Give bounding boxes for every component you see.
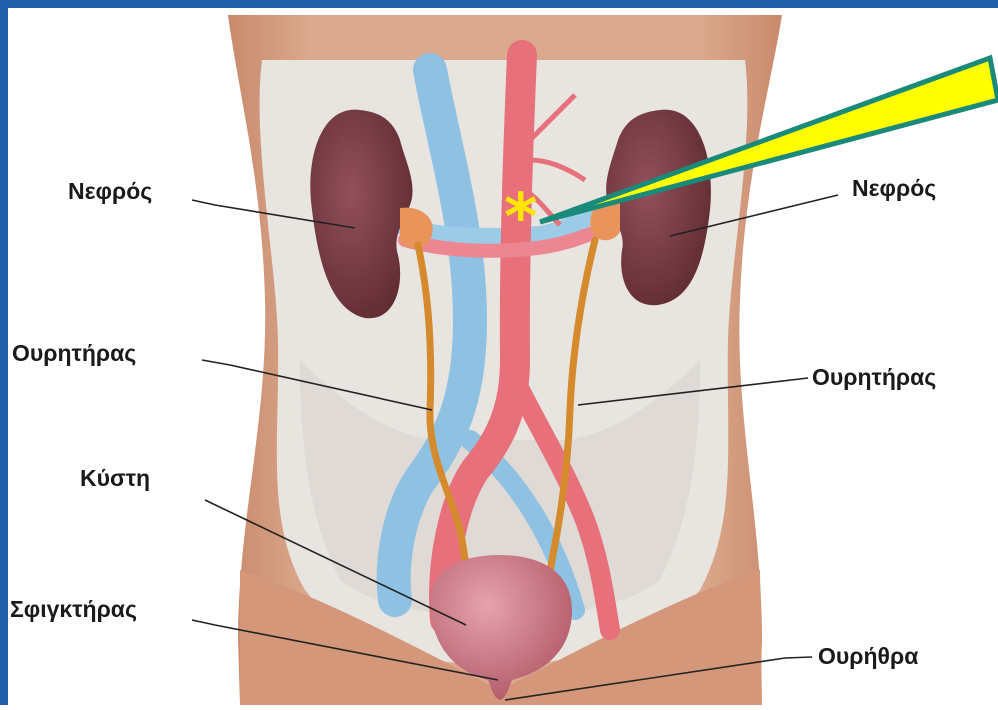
star-marker: * bbox=[504, 186, 537, 250]
label-kidney-right: Νεφρός bbox=[852, 177, 936, 200]
label-kidney-left: Νεφρός bbox=[68, 180, 152, 203]
label-bladder: Κύστη bbox=[80, 467, 150, 490]
label-urethra: Ουρήθρα bbox=[818, 645, 918, 668]
label-ureter-right: Ουρητήρας bbox=[812, 366, 936, 389]
label-ureter-left: Ουρητήρας bbox=[12, 342, 136, 365]
label-sphincter: Σφιγκτήρας bbox=[10, 598, 137, 621]
